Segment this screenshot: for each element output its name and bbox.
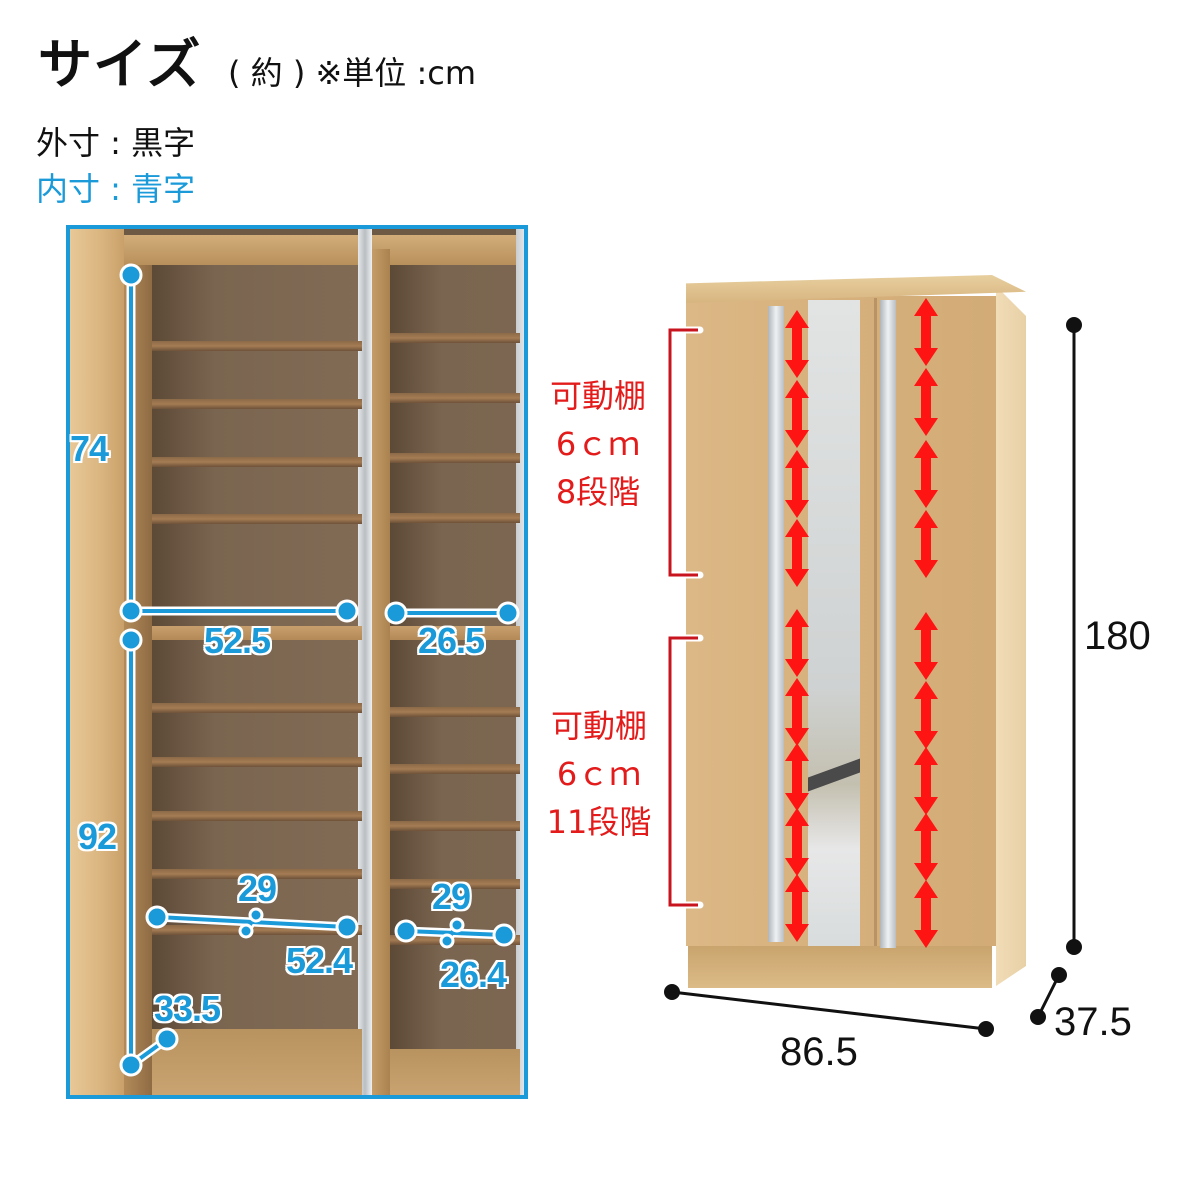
shelf	[152, 925, 362, 935]
bottom-board	[152, 1029, 362, 1095]
adjustable-upper-line2: 6ｃｍ	[555, 425, 641, 463]
legend-outer-dimensions: 外寸 : 黒字	[36, 124, 196, 162]
legend-inner-dimensions: 内寸 : 青字	[36, 170, 196, 208]
shelf	[152, 514, 362, 524]
shelf	[390, 513, 520, 523]
cabinet-plinth	[688, 946, 992, 988]
mirror-door-edge	[358, 229, 372, 1095]
dim-height: 180	[1084, 614, 1151, 658]
right-door-edge	[516, 229, 524, 1095]
shelf	[390, 707, 520, 717]
door-handle-left	[768, 306, 784, 942]
shelf	[390, 333, 520, 343]
adjustable-shelf-upper-label: 可動棚 6ｃｍ 8段階	[538, 372, 658, 516]
shelf	[152, 811, 362, 821]
shelf	[152, 399, 362, 409]
dim-bottom-depth: 33.5	[154, 988, 221, 1029]
center-partition	[372, 249, 390, 1095]
dim-lower-right-width: 26.4	[440, 954, 507, 995]
unit-note: ( 約 ) ※単位 :cm	[228, 54, 477, 92]
cabinet-top-board	[114, 235, 524, 265]
dim-lower-left-width: 52.4	[286, 940, 353, 981]
shelf	[152, 703, 362, 713]
shelf	[152, 457, 362, 467]
adjustable-upper-line1: 可動棚	[549, 377, 646, 415]
dim-lower-right-depth: 29	[432, 876, 471, 917]
shelf	[390, 879, 520, 889]
dim-lower-left-depth: 29	[238, 868, 277, 909]
shelf	[390, 764, 520, 774]
shelf	[390, 393, 520, 403]
left-side-panel	[124, 265, 152, 1095]
bottom-board-right	[390, 1049, 520, 1095]
dim-upper-right-width: 26.5	[418, 620, 485, 661]
dim-upper-height: 74	[70, 428, 109, 469]
dim-depth: 37.5	[1054, 1000, 1132, 1044]
fixed-shelf	[390, 626, 520, 640]
adjustable-lower-line1: 可動棚	[550, 707, 647, 745]
door-handle-right	[880, 300, 896, 948]
right-bay	[390, 265, 520, 1095]
dim-upper-left-width: 52.5	[204, 620, 271, 661]
shelf	[152, 341, 362, 351]
adjustable-shelf-lower-label: 可動棚 6ｃｍ 11段階	[534, 702, 664, 846]
dim-lower-height: 92	[78, 816, 117, 857]
page-title: サイズ	[38, 33, 202, 96]
shelf	[390, 453, 520, 463]
mirror-panel	[808, 300, 860, 946]
shelf	[152, 757, 362, 767]
cabinet-side	[996, 286, 1026, 986]
shelf	[390, 935, 520, 945]
door-seam	[874, 298, 877, 946]
open-left-door	[70, 229, 124, 1095]
shelf	[152, 869, 362, 879]
adjustable-lower-line3: 11段階	[546, 803, 652, 841]
shelf	[390, 821, 520, 831]
dim-width: 86.5	[780, 1030, 858, 1074]
fixed-shelf	[152, 626, 362, 640]
adjustable-upper-line3: 8段階	[555, 473, 641, 511]
adjustable-lower-line2: 6ｃｍ	[556, 755, 642, 793]
